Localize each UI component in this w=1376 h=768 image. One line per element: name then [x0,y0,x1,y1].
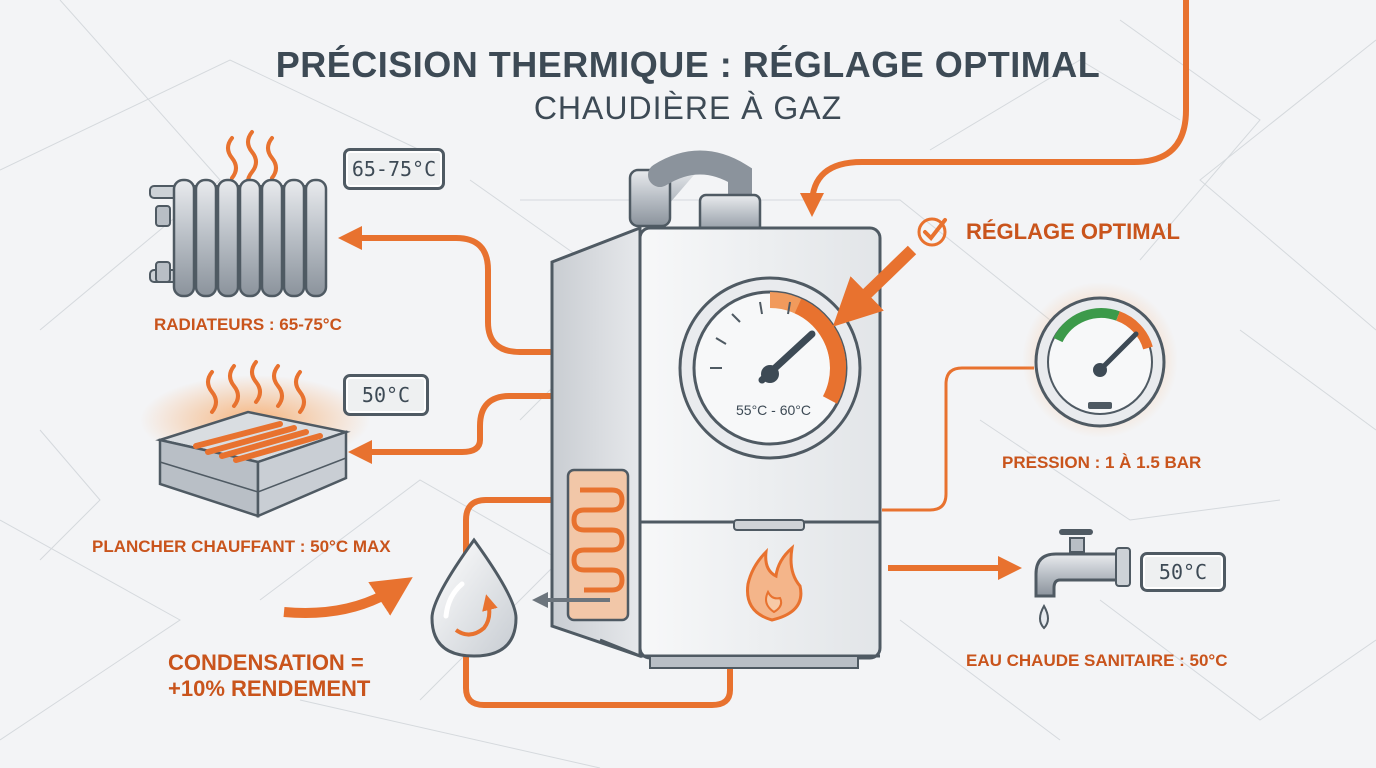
hot-water-temp-display: 50°C [1140,552,1226,592]
boiler-gauge-label: 55°C - 60°C [736,402,812,418]
radiator-icon [149,130,328,298]
radiator-label: RADIATEURS : 65-75°C [154,315,342,334]
water-drop-icon [430,537,518,658]
floor-heating-label: PLANCHER CHAUFFANT : 50°C MAX [92,537,391,556]
condensation-line1: CONDENSATION = [168,650,364,675]
page-title: PRÉCISION THERMIQUE : RÉGLAGE OPTIMAL [275,44,1101,85]
boiler-gauge-icon [678,276,862,460]
return-loop-pipe [463,497,733,708]
page-subtitle: CHAUDIÈRE À GAZ [533,90,843,126]
radiator-temp-display: 65-75°C [343,148,445,190]
gas-supply-arrow [800,0,1189,217]
flame-icon [746,544,803,622]
hot-water-label: EAU CHAUDE SANITAIRE : 50°C [966,651,1228,670]
callout-arrow [832,245,917,327]
floor-supply-pipe [348,393,580,464]
pressure-label: PRESSION : 1 À 1.5 BAR [1002,453,1202,472]
faucet-icon [1034,529,1131,630]
pressure-gauge-icon [1022,282,1178,438]
checkmark-icon [917,217,947,247]
callout-label: RÉGLAGE OPTIMAL [966,219,1180,244]
condensation-arrow [283,577,413,618]
floor-heating-icon [140,360,370,518]
pressure-pipe [882,366,1034,512]
condensation-line2: +10% RENDEMENT [168,676,371,701]
floor-temp-display: 50°C [343,374,429,416]
